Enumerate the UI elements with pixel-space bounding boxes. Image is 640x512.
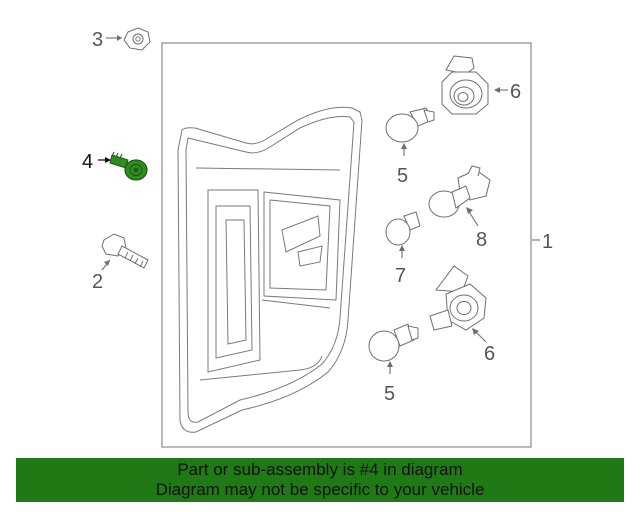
tail-lamp-housing [177, 106, 363, 433]
part-info-banner: Part or sub-assembly is #4 in diagram Di… [16, 458, 624, 502]
bulb-part-5-bottom [368, 323, 419, 362]
parts-diagram: 1 3 4 2 6 5 [82, 27, 553, 448]
callout-6-bottom-label: 6 [484, 343, 495, 365]
callout-5-top-label: 5 [397, 165, 408, 187]
callout-2-label: 2 [92, 271, 103, 293]
socket-part-6-top [441, 55, 489, 115]
bolt-part-2 [101, 233, 149, 269]
callout-7-label: 7 [395, 265, 406, 287]
socket-part-6-bottom [429, 265, 487, 331]
callout-6-top-label: 6 [510, 81, 521, 103]
callout-5-bottom-label: 5 [384, 383, 395, 405]
bulb-part-7 [385, 211, 421, 246]
assembly-frame [161, 42, 532, 448]
bulb-part-8 [428, 165, 491, 218]
bulb-part-5-top [385, 107, 435, 143]
bolt-part-4 [109, 151, 148, 181]
callout-1-label: 1 [542, 231, 553, 253]
callout-3-label: 3 [92, 29, 103, 51]
callout-4-label: 4 [82, 151, 93, 173]
callout-8-label: 8 [476, 229, 487, 251]
banner-line-2: Diagram may not be specific to your vehi… [155, 480, 485, 499]
banner-line-1: Part or sub-assembly is #4 in diagram [177, 460, 463, 479]
nut-part-3 [123, 27, 151, 51]
